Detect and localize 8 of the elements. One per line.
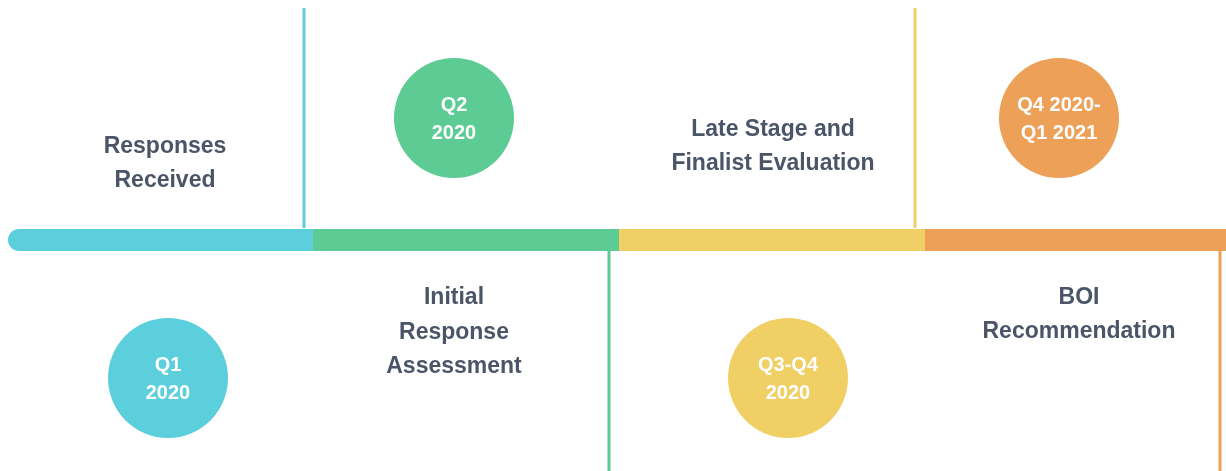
- period-label: Q1 2020: [144, 352, 192, 405]
- period-label: Q3-Q4 2020: [757, 352, 819, 405]
- stage-label: BOI Recommendation: [981, 281, 1177, 345]
- stage-label: Responses Received: [102, 130, 228, 194]
- stage-label: Late Stage and Finalist Evaluation: [670, 113, 876, 177]
- period-label: Q2 2020: [430, 92, 478, 145]
- period-label: Q4 2020- Q1 2021: [1016, 92, 1102, 145]
- stage-label: Initial Response Assessment: [385, 282, 523, 381]
